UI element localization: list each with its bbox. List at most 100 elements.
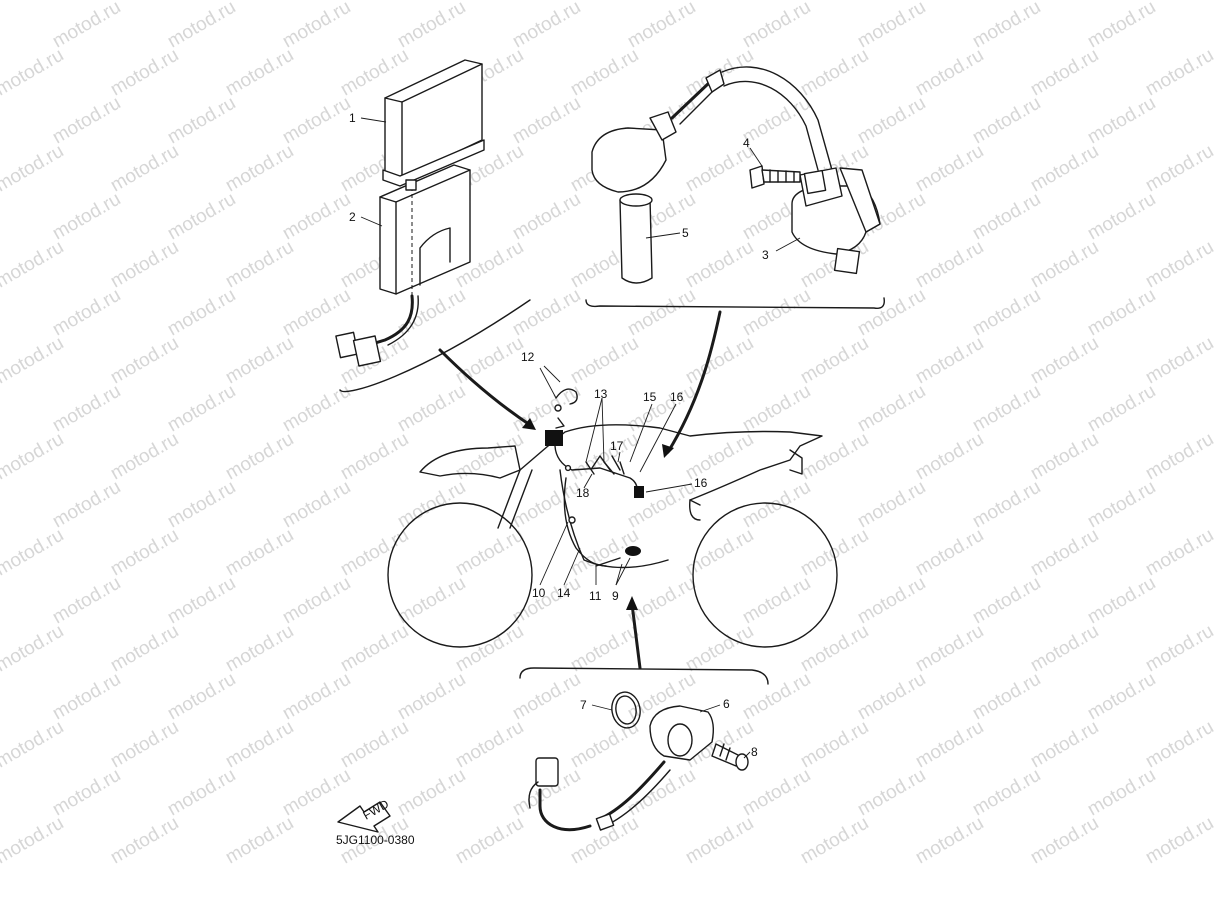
- watermark-text: motod.ru: [854, 285, 929, 341]
- watermark-text: motod.ru: [222, 429, 297, 485]
- watermark-text: motod.ru: [164, 573, 239, 629]
- watermark-text: motod.ru: [1084, 381, 1159, 437]
- watermark-text: motod.ru: [279, 93, 354, 149]
- watermark-text: motod.ru: [682, 237, 757, 293]
- callout-2: 2: [349, 210, 356, 224]
- watermark-text: motod.ru: [164, 669, 239, 725]
- watermark-text: motod.ru: [854, 381, 929, 437]
- watermark-text: motod.ru: [1084, 669, 1159, 725]
- watermark-text: motod.ru: [222, 237, 297, 293]
- watermark-text: motod.ru: [394, 477, 469, 533]
- watermark-text: motod.ru: [107, 333, 182, 389]
- watermark-text: motod.ru: [164, 765, 239, 821]
- watermark-text: motod.ru: [624, 285, 699, 341]
- watermark-text: motod.ru: [1084, 0, 1159, 52]
- watermark-text: motod.ru: [164, 0, 239, 52]
- watermark-text: motod.ru: [854, 477, 929, 533]
- watermark-text: motod.ru: [567, 717, 642, 773]
- watermark-text: motod.ru: [912, 717, 987, 773]
- callout-16-side: 16: [694, 476, 708, 490]
- pointer-arrows: [438, 348, 674, 670]
- watermark-text: motod.ru: [1084, 477, 1159, 533]
- watermark-text: motod.ru: [107, 237, 182, 293]
- watermark-text: motod.ru: [164, 477, 239, 533]
- watermark-text: motod.ru: [912, 525, 987, 581]
- watermark-text: motod.ru: [107, 141, 182, 197]
- watermark-text: motod.ru: [394, 669, 469, 725]
- watermark-text: motod.ru: [452, 813, 527, 869]
- watermark-text: motod.ru: [1027, 429, 1102, 485]
- watermark-text: motod.ru: [49, 765, 124, 821]
- watermark-text: motod.ru: [912, 621, 987, 677]
- watermark-text: motod.ru: [739, 381, 814, 437]
- watermark-text: motod.ru: [1142, 237, 1217, 293]
- callout-7: 7: [580, 698, 587, 712]
- callout-17: 17: [610, 439, 624, 453]
- watermark-text: motod.ru: [797, 45, 872, 101]
- watermark-text: motod.ru: [567, 45, 642, 101]
- watermark-text: motod.ru: [279, 573, 354, 629]
- watermark-text: motod.ru: [969, 573, 1044, 629]
- callout-9: 9: [612, 589, 619, 603]
- callout-11: 11: [589, 589, 602, 603]
- callout-12: 12: [521, 350, 535, 364]
- watermark-text: motod.ru: [452, 525, 527, 581]
- watermark-text: motod.ru: [1027, 141, 1102, 197]
- watermark-text: motod.ru: [452, 333, 527, 389]
- drawing-code: 5JG1100-0380: [336, 833, 415, 847]
- watermark-text: motod.ru: [279, 669, 354, 725]
- watermark-text: motod.ru: [279, 285, 354, 341]
- watermark-text: motod.ru: [0, 141, 67, 197]
- fwd-arrow-icon: FWD: [337, 797, 391, 833]
- watermark-text: motod.ru: [797, 525, 872, 581]
- watermark-text: motod.ru: [1142, 621, 1217, 677]
- watermark-text: motod.ru: [509, 189, 584, 245]
- callout-4: 4: [743, 136, 750, 150]
- watermark-text: motod.ru: [739, 285, 814, 341]
- watermark-text: motod.ru: [969, 477, 1044, 533]
- callout-1: 1: [349, 111, 356, 125]
- watermark-text: motod.ru: [912, 141, 987, 197]
- watermark-text: motod.ru: [49, 477, 124, 533]
- watermark-text: motod.ru: [0, 333, 67, 389]
- watermark-text: motod.ru: [969, 0, 1044, 52]
- callout-16-top: 16: [670, 390, 684, 404]
- watermark-text: motod.ru: [164, 189, 239, 245]
- watermark-text: motod.ru: [279, 0, 354, 52]
- watermark-text: motod.ru: [1084, 93, 1159, 149]
- callout-8: 8: [751, 745, 758, 759]
- watermark-text: motod.ru: [1142, 333, 1217, 389]
- watermark-text: motod.ru: [682, 813, 757, 869]
- watermark-text: motod.ru: [1027, 717, 1102, 773]
- watermark-text: motod.ru: [107, 429, 182, 485]
- callout-6: 6: [723, 697, 730, 711]
- watermark-text: motod.ru: [1084, 285, 1159, 341]
- watermark-text: motod.ru: [222, 813, 297, 869]
- watermark-text: motod.ru: [222, 621, 297, 677]
- watermark-text: motod.ru: [739, 0, 814, 52]
- watermark-text: motod.ru: [452, 717, 527, 773]
- watermark-text: motod.ru: [509, 477, 584, 533]
- watermark-text: motod.ru: [739, 669, 814, 725]
- pickup-coil-group: [519, 667, 769, 832]
- ignition-coil-group: [585, 66, 885, 454]
- watermark-text: motod.ru: [107, 813, 182, 869]
- watermark-text: motod.ru: [1084, 189, 1159, 245]
- watermark-text: motod.ru: [509, 573, 584, 629]
- callout-5: 5: [682, 226, 689, 240]
- watermark-text: motod.ru: [1027, 525, 1102, 581]
- watermark-text: motod.ru: [107, 525, 182, 581]
- watermark-text: motod.ru: [394, 765, 469, 821]
- watermark-text: motod.ru: [164, 381, 239, 437]
- watermark-text: motod.ru: [912, 813, 987, 869]
- watermark-text: motod.ru: [279, 189, 354, 245]
- watermark-text: motod.ru: [49, 285, 124, 341]
- watermark-text: motod.ru: [797, 717, 872, 773]
- watermark-text: motod.ru: [1142, 813, 1217, 869]
- watermark-text: motod.ru: [1027, 621, 1102, 677]
- watermark-text: motod.ru: [107, 621, 182, 677]
- watermark-text: motod.ru: [739, 765, 814, 821]
- watermark-text: motod.ru: [49, 381, 124, 437]
